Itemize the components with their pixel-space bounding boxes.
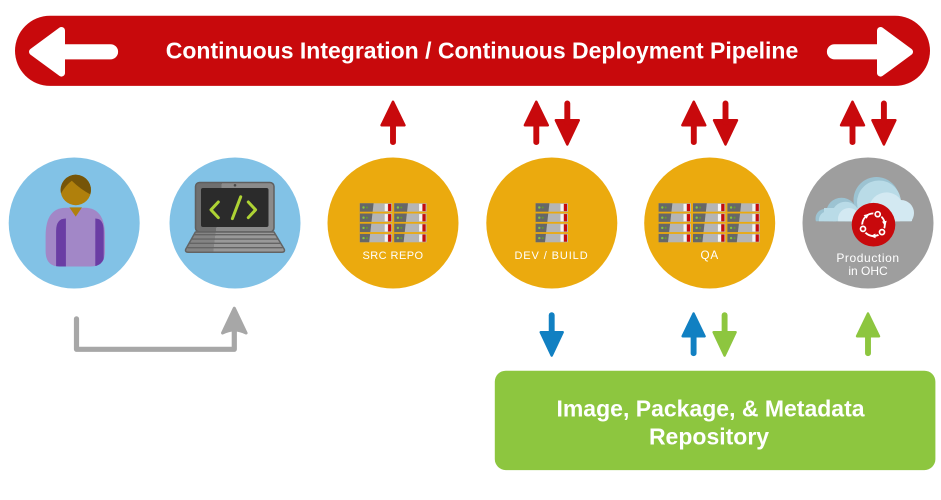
svg-text:Continuous Integration / Conti: Continuous Integration / Continuous Depl… <box>166 38 799 64</box>
svg-text:Repository: Repository <box>649 424 769 450</box>
svg-text:in OHC: in OHC <box>848 264 888 278</box>
svg-text:QA: QA <box>700 249 719 262</box>
svg-text:Production: Production <box>836 251 899 265</box>
svg-text:DEV / BUILD: DEV / BUILD <box>514 250 588 262</box>
svg-text:Image, Package, & Metadata: Image, Package, & Metadata <box>556 396 864 422</box>
svg-text:SRC REPO: SRC REPO <box>362 250 423 262</box>
